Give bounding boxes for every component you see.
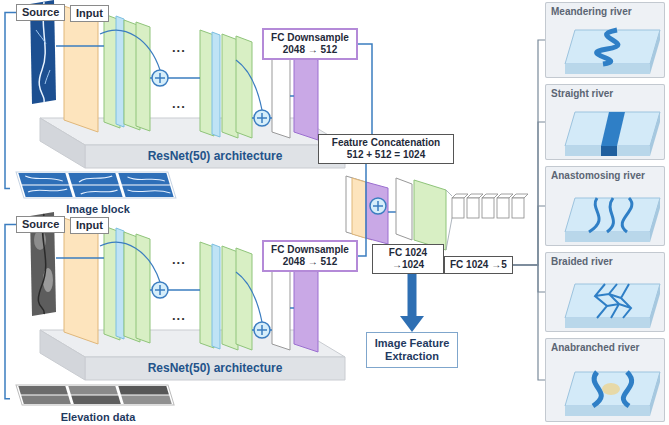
connector-line: [513, 265, 545, 380]
node-text: Braided river: [551, 256, 659, 268]
connector-line: [5, 13, 16, 189]
node-text: FC Downsample 2048 → 512: [268, 32, 352, 56]
river-class-panel: Anastomosing river: [545, 166, 665, 246]
ellipsis-label: ...: [172, 252, 186, 267]
node-text: Input: [76, 7, 103, 20]
node-text: FC Downsample 2048 → 512: [268, 244, 352, 268]
river-class-panel: Straight river: [545, 84, 665, 160]
connector: [358, 44, 372, 134]
node-text: Elevation data: [61, 411, 136, 424]
river-class-panel: Braided river: [545, 252, 665, 332]
node-text: Source: [22, 218, 59, 231]
flow-arrow: [400, 274, 424, 332]
straight-river-figure: [565, 112, 660, 156]
connector: [358, 164, 366, 256]
architecture-band: ResNet(50) architecture: [85, 145, 345, 168]
image-block-thumbnail: [16, 172, 176, 198]
connector: [5, 13, 16, 189]
connector-line: [408, 274, 417, 316]
connector-line: [513, 206, 545, 265]
node-text: Source: [22, 6, 59, 19]
input-label: Input: [70, 5, 109, 22]
anabranched-river-figure: [565, 372, 660, 416]
node-text: FC 1024 →5: [450, 259, 507, 271]
node-text: FC 1024 →1024: [378, 247, 438, 271]
concat-box: Feature Concatenation 512 + 512 = 1024: [318, 134, 454, 164]
input-label: Input: [70, 217, 109, 234]
connector: [513, 265, 545, 292]
connector: [513, 265, 545, 380]
input-label: Source: [16, 4, 65, 21]
river-class-panel: Anabranched river: [545, 338, 665, 422]
anastomosing-river-figure: [565, 198, 660, 242]
river-class-panel: Meandering river: [545, 2, 665, 78]
connector: [513, 40, 545, 265]
braided-river-figure: [565, 284, 660, 328]
fc-box: FC 1024 →5: [444, 256, 513, 274]
connector-line: [513, 40, 545, 265]
node-text: Anabranched river: [551, 342, 659, 354]
data-panel: Elevation data: [10, 382, 186, 424]
ellipsis-label: ...: [172, 308, 186, 323]
node-text: Feature Concatenation 512 + 512 = 1024: [324, 137, 448, 161]
arrowhead: [400, 316, 424, 332]
node-text: Image Feature Extraction: [373, 337, 451, 363]
elevation-thumbnail: [16, 385, 174, 405]
connector-line: [358, 164, 366, 256]
river-panels: [545, 2, 665, 422]
node-text: Image block: [66, 203, 130, 216]
connector-line: [5, 225, 16, 399]
connector-line: [358, 44, 372, 134]
fc-layer-box: FC Downsample 2048 → 512: [262, 240, 358, 272]
connector: [513, 122, 545, 265]
connector-line: [513, 122, 545, 265]
node-text: Input: [76, 219, 103, 232]
node-text: ResNet(50) architecture: [148, 149, 283, 163]
fc-layer-box: FC Downsample 2048 → 512: [262, 28, 358, 60]
merge-layers: [346, 176, 528, 250]
fc-box: FC 1024 →1024: [372, 244, 444, 274]
input-label: Source: [16, 216, 65, 233]
meandering-river-figure: [565, 30, 660, 74]
data-panel: Image block: [10, 170, 186, 216]
ellipsis-label: ...: [172, 96, 186, 111]
node-text: ResNet(50) architecture: [148, 361, 283, 375]
node-text: Anastomosing river: [551, 170, 659, 182]
node-text: Straight river: [551, 88, 659, 100]
ellipsis-label: ...: [172, 40, 186, 55]
node-text: Meandering river: [551, 6, 659, 18]
connector-line: [513, 265, 545, 292]
output-box: Image Feature Extraction: [366, 332, 458, 368]
connector: [5, 225, 16, 399]
architecture-band: ResNet(50) architecture: [85, 357, 345, 380]
connector: [513, 206, 545, 265]
